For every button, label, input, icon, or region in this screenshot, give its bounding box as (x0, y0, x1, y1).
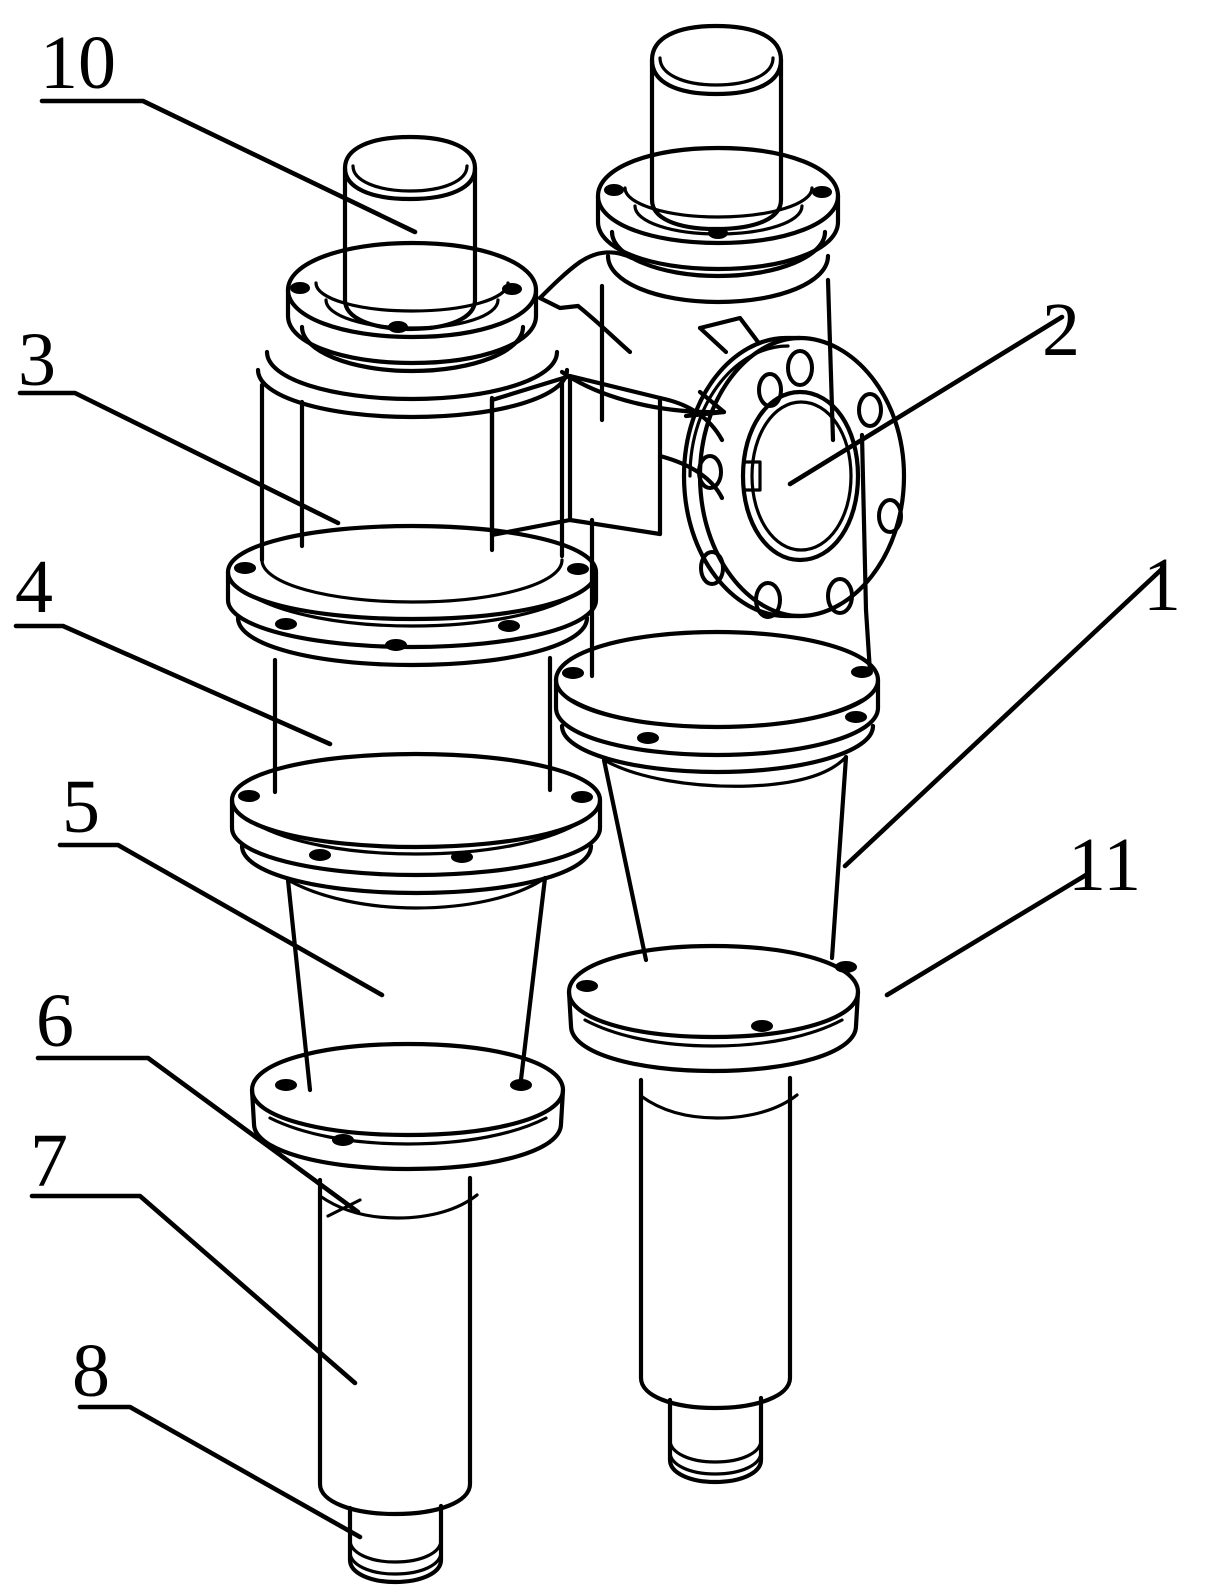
callout-8-leader (77, 1404, 363, 1540)
bolt-hole (576, 980, 598, 992)
callout-8: 8 (72, 1329, 363, 1540)
callout-10: 10 (39, 21, 418, 235)
callout-7: 7 (29, 1119, 358, 1386)
bolt-hole (502, 283, 522, 295)
callout-7-label: 7 (30, 1119, 68, 1203)
bolt-hole (290, 282, 310, 294)
right-mid-flange (553, 629, 881, 775)
right-inlet-tube (649, 23, 784, 232)
callout-3: 3 (17, 318, 341, 526)
right-branch-assembly (553, 23, 881, 1485)
right-lower-flange (566, 943, 861, 1074)
bolt-hole (851, 666, 873, 678)
left-upper-mid-flange (225, 523, 599, 668)
bolt-hole (388, 321, 408, 333)
bolt-hole (812, 186, 832, 198)
callout-3-label: 3 (18, 318, 56, 402)
bolt-hole (332, 1134, 354, 1146)
left-nozzle-tip (347, 1503, 444, 1585)
bolt-hole (845, 711, 867, 723)
bolt-hole (234, 562, 256, 574)
bolt-hole (757, 372, 783, 408)
bolt-hole (754, 581, 782, 619)
callout-2-leader (787, 314, 1065, 487)
callout-6: 6 (35, 979, 361, 1215)
bolt-hole (699, 550, 725, 586)
callout-layer: 10 3 4 5 6 7 8 2 (13, 21, 1181, 1540)
bolt-hole (751, 1020, 773, 1032)
callout-3-leader (17, 390, 341, 526)
right-outlet-tube (638, 1075, 799, 1411)
bolt-hole (697, 454, 723, 490)
right-conical-reducer (601, 754, 849, 963)
callout-4: 4 (13, 545, 333, 747)
left-mid-lower-flange (229, 751, 603, 896)
bolt-hole (309, 849, 331, 861)
bolt-hole (604, 184, 624, 196)
right-nozzle-tip (667, 1395, 764, 1485)
callout-11-label: 11 (1068, 823, 1141, 907)
bolt-hole (826, 577, 854, 615)
callout-1-label: 1 (1143, 543, 1181, 627)
callout-6-label: 6 (36, 979, 74, 1063)
manifold-body (489, 250, 761, 538)
bolt-hole (571, 791, 593, 803)
callout-8-label: 8 (72, 1329, 110, 1413)
bolt-hole (275, 618, 297, 630)
bolt-hole (567, 563, 589, 575)
bolt-hole (786, 349, 814, 387)
callout-2: 2 (787, 288, 1080, 487)
bolt-hole (510, 1079, 532, 1091)
bolt-hole (385, 639, 407, 651)
callout-4-leader (13, 623, 333, 747)
bolt-hole (637, 732, 659, 744)
callout-2-label: 2 (1042, 288, 1080, 372)
left-outlet-tube (317, 1175, 479, 1517)
callout-11-leader (884, 872, 1089, 998)
callout-1-leader (842, 565, 1166, 869)
bolt-hole (708, 227, 728, 239)
side-bolted-flange (681, 335, 907, 619)
bolt-hole (835, 961, 857, 973)
left-branch-assembly (225, 134, 603, 1585)
left-upper-barrel (259, 379, 565, 604)
bolt-hole (562, 667, 584, 679)
bolt-hole (238, 790, 260, 802)
callout-10-leader (39, 98, 418, 235)
callout-5: 5 (57, 765, 385, 998)
bolt-hole (498, 620, 520, 632)
right-top-flange-stack (595, 145, 841, 305)
callout-11: 11 (884, 823, 1141, 998)
callout-5-label: 5 (62, 765, 100, 849)
callout-5-leader (57, 842, 385, 998)
bolt-hole (275, 1079, 297, 1091)
bolt-hole (877, 498, 903, 534)
left-top-flange-stack (255, 240, 570, 420)
callout-10-label: 10 (40, 21, 116, 105)
callout-6-leader (35, 1055, 361, 1215)
bolt-hole (857, 392, 883, 428)
callout-4-label: 4 (15, 545, 53, 629)
bolt-hole (451, 851, 473, 863)
callout-7-leader (29, 1193, 358, 1386)
callout-1: 1 (842, 543, 1181, 869)
